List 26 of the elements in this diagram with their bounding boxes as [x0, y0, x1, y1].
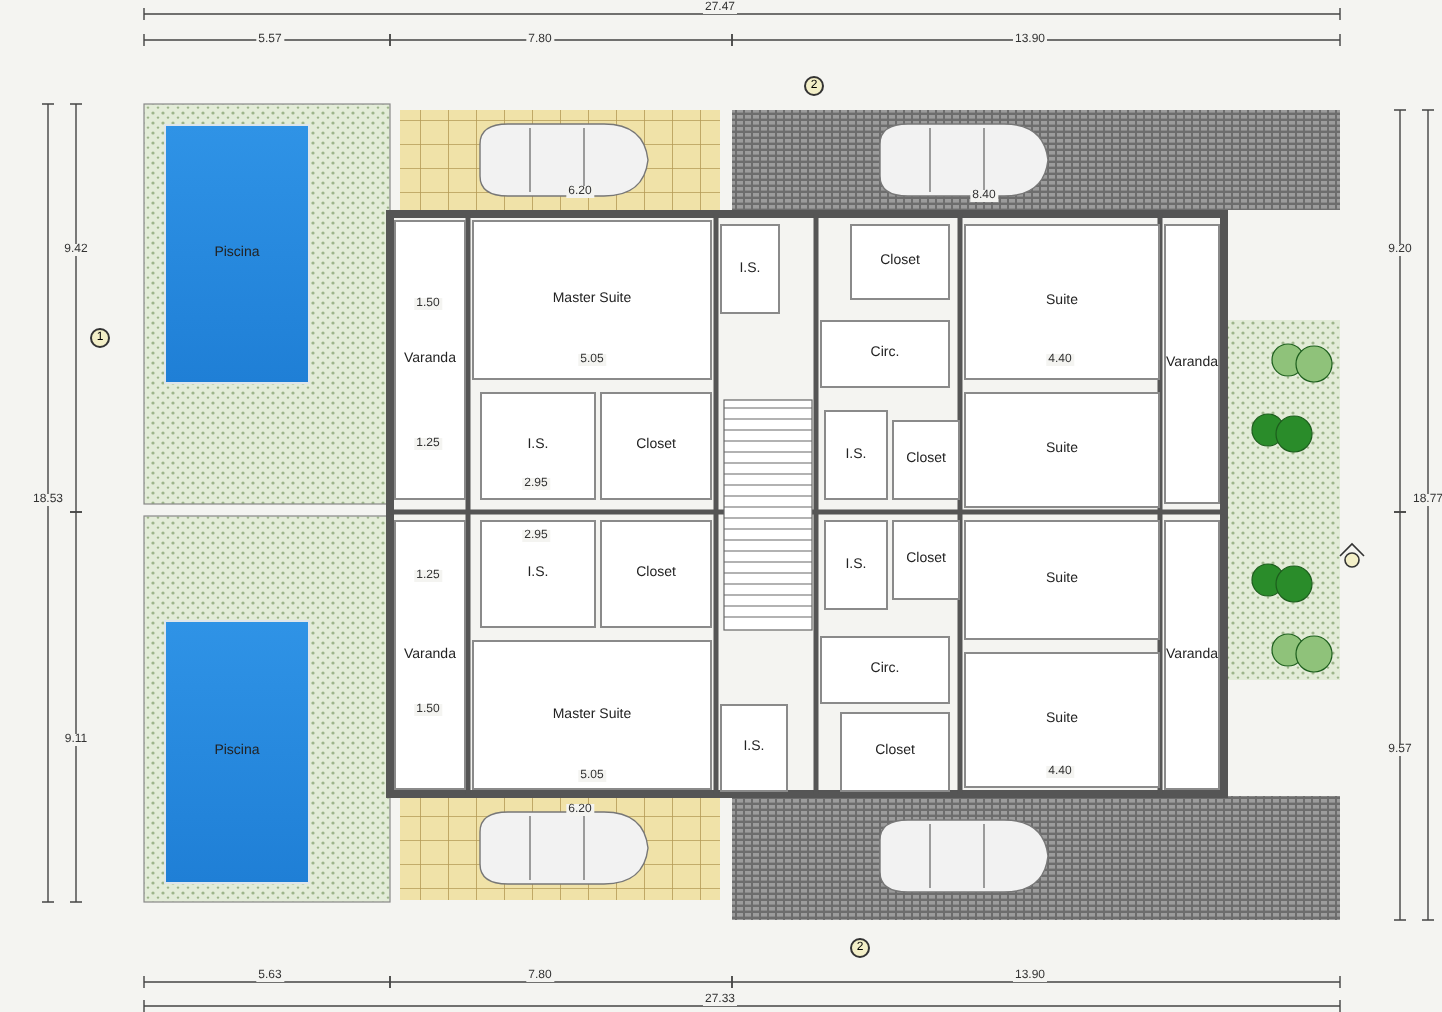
room	[1164, 224, 1220, 504]
room	[720, 224, 780, 314]
room	[394, 220, 466, 500]
room	[850, 224, 950, 300]
pool	[164, 124, 310, 384]
room	[472, 220, 712, 380]
room	[820, 320, 950, 388]
room	[824, 410, 888, 500]
room	[1164, 520, 1220, 790]
room	[472, 640, 712, 790]
room	[892, 420, 960, 500]
room	[964, 224, 1160, 380]
pool	[164, 620, 310, 884]
room	[964, 392, 1160, 508]
room	[820, 636, 950, 704]
room	[964, 652, 1160, 788]
room	[892, 520, 960, 600]
room	[824, 520, 888, 610]
room	[600, 392, 712, 500]
room	[720, 704, 788, 792]
room	[394, 520, 466, 790]
room	[840, 712, 950, 792]
room	[480, 520, 596, 628]
room	[600, 520, 712, 628]
room	[480, 392, 596, 500]
room	[964, 520, 1160, 640]
